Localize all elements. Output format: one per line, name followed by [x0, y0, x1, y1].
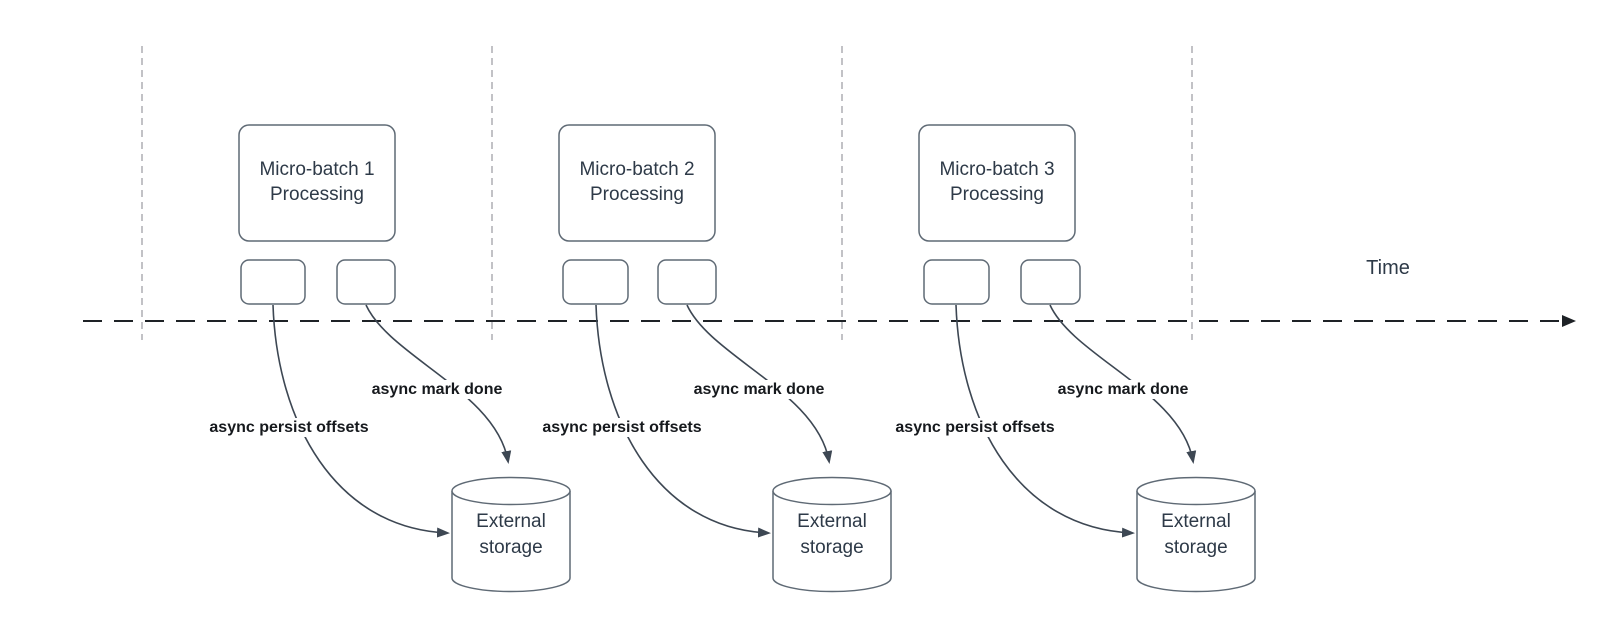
micro-batch-1-persist-task-box: [240, 259, 306, 305]
external-storage-label-1-line2: storage: [479, 537, 543, 558]
micro-batch-2-done-task-box: [657, 259, 717, 305]
micro-batch-3-box-label: Micro-batch 3 Processing: [919, 127, 1075, 237]
mark-done-arrow-1: [365, 304, 512, 464]
external-storage-cylinder-3: [1136, 491, 1256, 593]
micro-batch-3-persist-task-box: [923, 259, 990, 305]
micro-batch-1-box-label: Micro-batch 1 Processing: [239, 127, 395, 237]
external-storage-cylinder-2: [772, 491, 892, 593]
mark-done-label-3: async mark done: [1054, 380, 1192, 400]
mark-done-label-1: async mark done: [368, 380, 506, 400]
external-storage-label-3-line2: storage: [1164, 537, 1228, 558]
external-storage-cylinder-1: [451, 491, 571, 593]
micro-batch-1-box-subtitle: Processing: [270, 184, 364, 205]
mark-done-label-2: async mark done: [690, 380, 828, 400]
persist-offsets-label-1: async persist offsets: [206, 418, 372, 438]
micro-batch-1-box-title: Micro-batch 1: [259, 158, 375, 180]
persist-offsets-label-2: async persist offsets: [539, 418, 705, 438]
persist-offsets-arrow-3: [955, 304, 1135, 538]
external-storage-label-2: External storage: [773, 496, 891, 574]
micro-batch-3-box: [918, 124, 1076, 242]
micro-batch-2-box-label: Micro-batch 2 Processing: [559, 127, 715, 237]
external-storage-label-3-line1: External: [1161, 511, 1231, 533]
micro-batch-1-done-task-box: [336, 259, 396, 305]
persist-offsets-arrow-1: [272, 304, 450, 538]
external-storage-label-1-line1: External: [476, 511, 546, 533]
external-storage-cylinder-2-top: [772, 476, 892, 506]
micro-batch-1-box: [238, 124, 396, 242]
mark-done-arrow-2: [686, 304, 833, 464]
micro-batch-2-box-subtitle: Processing: [590, 184, 684, 205]
external-storage-label-2-line2: storage: [800, 537, 864, 558]
micro-batch-2-box: [558, 124, 716, 242]
external-storage-label-1: External storage: [452, 496, 570, 574]
persist-offsets-label-3: async persist offsets: [892, 418, 1058, 438]
micro-batch-3-done-task-box: [1020, 259, 1081, 305]
external-storage-cylinder-1-top: [451, 476, 571, 506]
external-storage-cylinder-3-top: [1136, 476, 1256, 506]
external-storage-label-2-line1: External: [797, 511, 867, 533]
mark-done-arrow-3: [1049, 304, 1197, 464]
micro-batch-3-box-title: Micro-batch 3: [939, 158, 1055, 180]
micro-batch-2-box-title: Micro-batch 2: [579, 158, 695, 180]
time-axis-label: Time: [1366, 257, 1410, 279]
persist-offsets-arrow-2: [595, 304, 771, 538]
micro-batch-3-box-subtitle: Processing: [950, 184, 1044, 205]
external-storage-label-3: External storage: [1137, 496, 1255, 574]
micro-batch-2-persist-task-box: [562, 259, 629, 305]
